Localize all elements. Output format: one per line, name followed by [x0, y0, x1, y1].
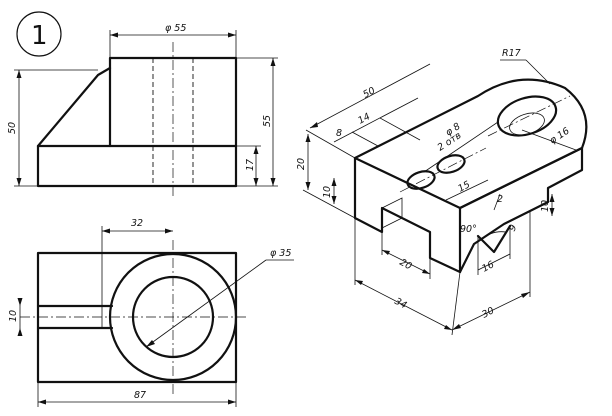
- iso-slot-outline: [381, 197, 431, 233]
- top-view: 32 φ 35 10 87: [8, 218, 294, 407]
- iso-large-hole-centerline: [487, 95, 571, 137]
- top-view-arrow-length-left: [38, 399, 46, 405]
- figure-number: 1: [31, 21, 48, 51]
- iso-holes-centerline: [399, 147, 487, 193]
- iso-dim-line-2: [493, 193, 501, 211]
- top-view-offset-label: 32: [131, 218, 143, 229]
- iso-arrow-30-right: [521, 292, 530, 298]
- iso-small-hole-left: [406, 170, 436, 190]
- iso-arrow-20-top: [305, 134, 311, 142]
- front-view-arrow-height-top: [16, 70, 22, 78]
- figure-number-badge: 1: [16, 11, 62, 57]
- iso-ext-line-14: [379, 117, 421, 141]
- iso-dim-9-label: 9: [507, 223, 520, 234]
- iso-arrow-34-right: [444, 325, 452, 330]
- iso-height-10-right-label: 10: [540, 200, 551, 212]
- top-view-arrow-offset-right: [165, 228, 173, 234]
- iso-height-10-left-label: 10: [322, 186, 333, 198]
- front-view-base-outline: [36, 144, 238, 188]
- iso-ext-line-50-left: [305, 129, 356, 159]
- iso-dim-34-label: 34: [393, 296, 409, 311]
- iso-front-face-outline: [353, 156, 462, 274]
- iso-ext-line-8: [351, 131, 379, 147]
- iso-large-hole-leader: [521, 129, 577, 151]
- iso-ext-line-20-bottom: [302, 189, 356, 219]
- iso-dim-line-8-14: [333, 97, 419, 143]
- front-view-base-height-label: 17: [245, 159, 256, 171]
- front-view-diameter-label: φ 55: [165, 23, 186, 34]
- iso-radius-leader: [525, 59, 551, 85]
- top-view-arrow-diameter: [146, 340, 155, 347]
- iso-arrow-30-left: [452, 324, 461, 330]
- top-view-slot-outline: [36, 304, 114, 330]
- iso-height-20-label: 20: [296, 158, 307, 170]
- front-view-arrow-diameter-left: [110, 32, 118, 38]
- front-view-arrow-height-bottom: [16, 178, 22, 186]
- iso-ext-line-34-right: [451, 271, 461, 336]
- top-view-diameter-label: φ 35: [270, 248, 291, 259]
- iso-arrow-50-left: [310, 122, 318, 128]
- iso-radius-label: R17: [502, 48, 521, 59]
- iso-arrow-10-right-bottom: [549, 208, 555, 216]
- front-view-arrow-cyl-bottom: [270, 178, 276, 186]
- iso-top-face-outline: [353, 78, 588, 210]
- iso-slot-20-label: 20: [398, 257, 414, 272]
- top-view-length-label: 87: [134, 390, 146, 401]
- figure-number-circle: [16, 11, 62, 57]
- top-view-slot-width-label: 10: [8, 310, 19, 322]
- top-view-arrow-length-right: [228, 399, 236, 405]
- iso-v-notch-outline: [476, 224, 512, 254]
- iso-small-hole-right: [436, 154, 466, 174]
- front-view-arrow-cyl-top: [270, 58, 276, 66]
- iso-dim-8-label: 8: [336, 128, 342, 139]
- iso-dim-30-label: 30: [480, 305, 496, 320]
- iso-dim-2-label: 2: [497, 194, 503, 205]
- iso-dim-15-label: 15: [456, 179, 472, 194]
- front-view-arrow-base-bottom: [253, 178, 259, 186]
- iso-large-hole-inner: [509, 112, 545, 136]
- iso-angle-arc: [480, 231, 507, 241]
- iso-arrow-10-left-bottom: [331, 196, 337, 204]
- iso-dim-line-slot-16: [477, 253, 511, 271]
- iso-arrow-10-left-top: [331, 178, 337, 186]
- top-view-diameter-leader: [145, 259, 267, 348]
- top-view-arrow-offset-left: [102, 228, 110, 234]
- top-view-arrow-slot-top: [17, 298, 23, 306]
- isometric-view: R17 50 8 14 φ 8 2 отв φ 16 20 10 15: [296, 48, 588, 336]
- top-view-base-outline: [36, 251, 238, 384]
- front-view-height-label: 50: [7, 122, 18, 134]
- iso-dim-line-15: [445, 179, 489, 201]
- iso-slot-16-label: 16: [480, 259, 496, 274]
- front-view: φ 55 50 55 17: [7, 23, 278, 198]
- front-view-cylinder-height-label: 55: [262, 115, 273, 127]
- iso-dim-line-length-50: [309, 63, 431, 129]
- iso-dim-line-slot-20: [381, 249, 431, 275]
- iso-diameter-16-label: φ 16: [548, 126, 572, 147]
- iso-arrow-34-left: [355, 280, 363, 285]
- iso-dim-line-34: [354, 279, 453, 331]
- iso-arrow-10-right-top: [549, 194, 555, 202]
- top-view-arrow-slot-bottom: [17, 328, 23, 336]
- iso-length-50-label: 50: [361, 85, 377, 100]
- front-view-rib-outline: [36, 66, 112, 148]
- iso-dim-14-label: 14: [356, 111, 372, 126]
- front-view-arrow-base-top: [253, 146, 259, 154]
- front-view-arrow-diameter-right: [228, 32, 236, 38]
- iso-arrow-slot-20-left: [382, 250, 390, 255]
- iso-dim-line-30: [451, 291, 531, 331]
- iso-angle-label: 90°: [460, 224, 477, 235]
- iso-small-hole-leader: [423, 121, 499, 173]
- iso-arrow-slot-20-right: [422, 269, 430, 274]
- iso-arrow-20-bottom: [305, 182, 311, 190]
- iso-large-hole-outer: [496, 95, 558, 137]
